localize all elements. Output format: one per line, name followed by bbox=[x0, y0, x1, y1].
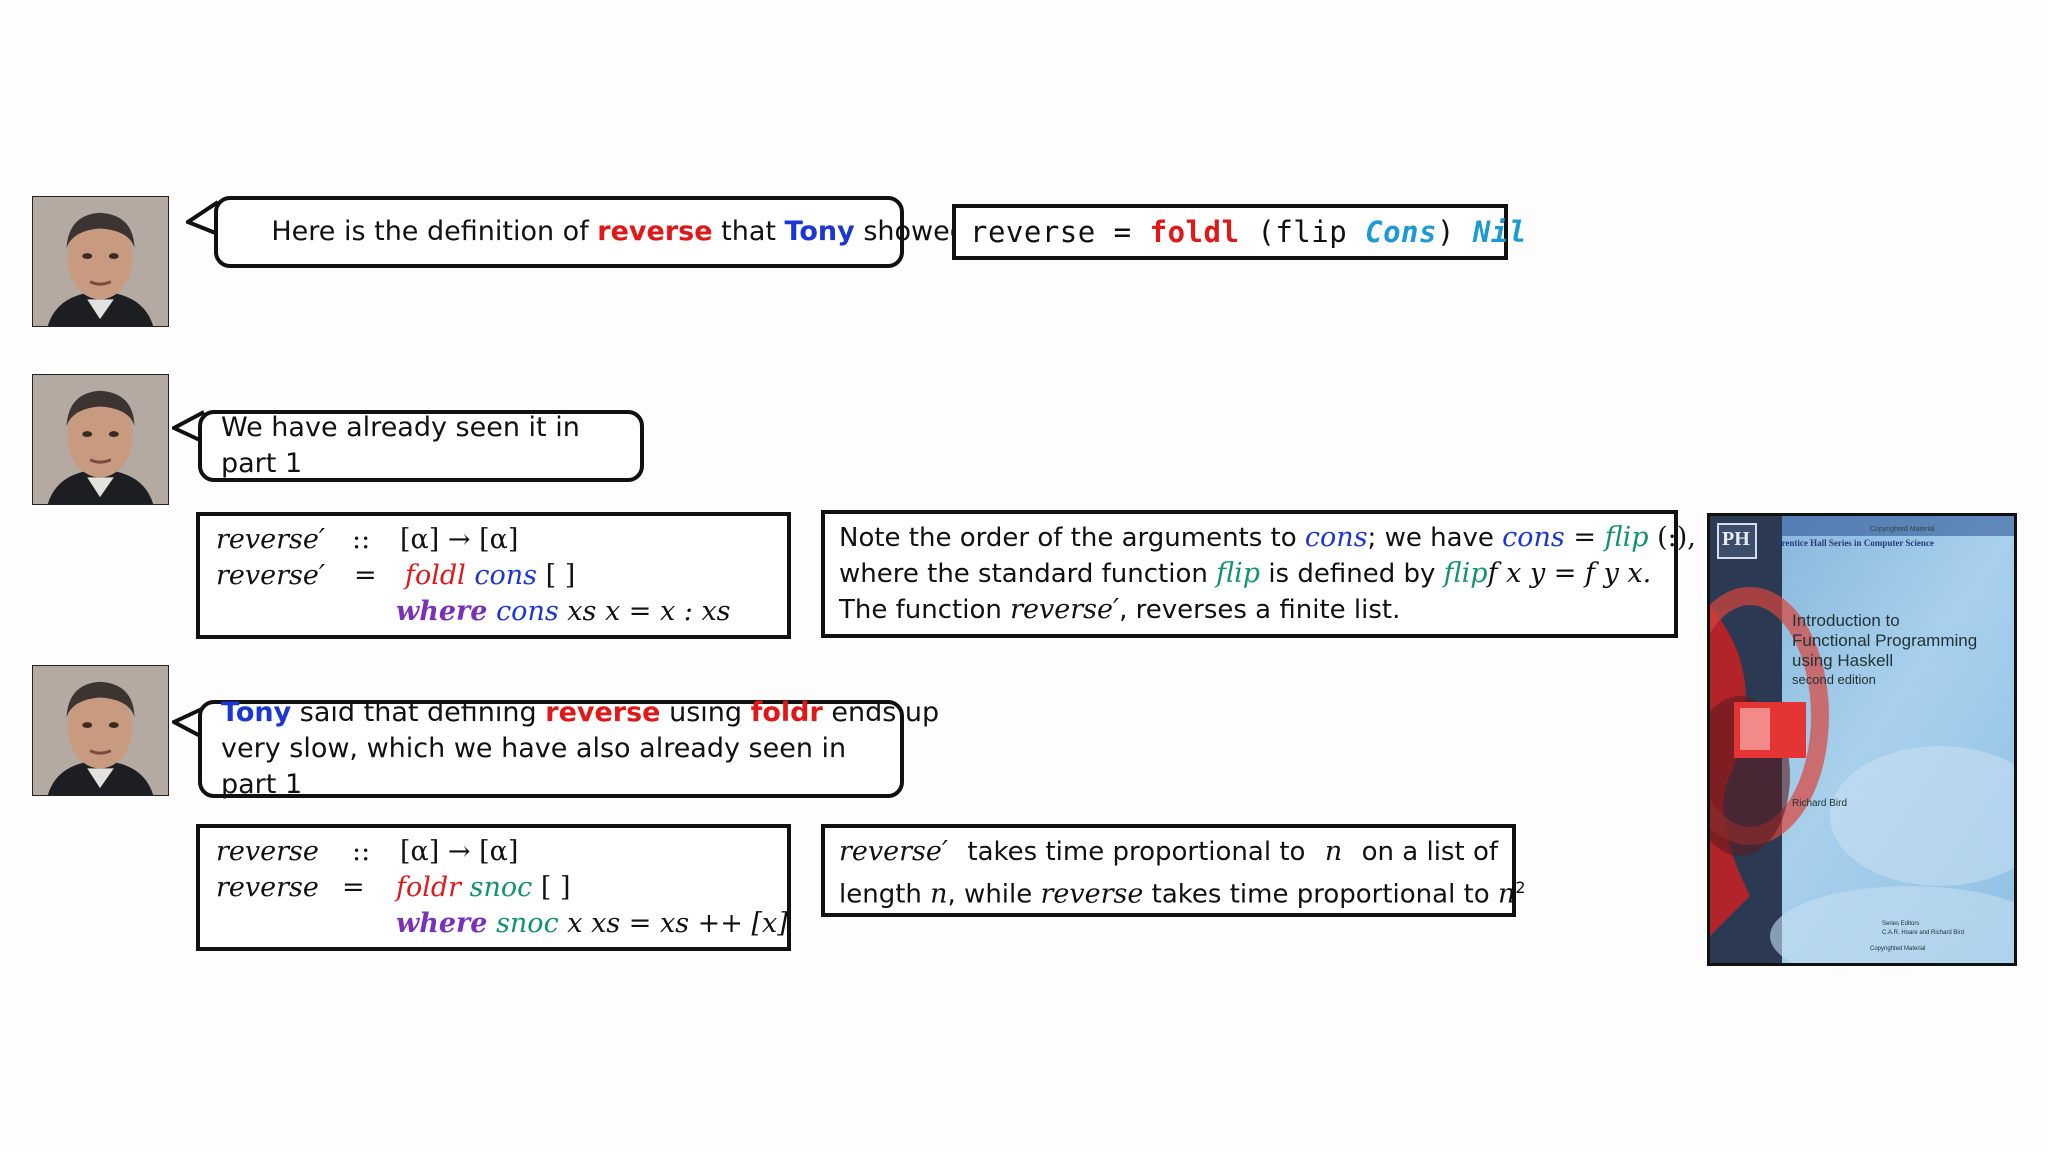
empty-list: [ ] bbox=[545, 560, 576, 591]
book-title-1: Introduction to bbox=[1792, 611, 1900, 630]
def-name: reverse bbox=[216, 872, 319, 903]
reverse-foldl-code: reverse = foldl (flip Cons) Nil bbox=[970, 215, 1527, 249]
book-title-2: Functional Programming bbox=[1792, 631, 1978, 650]
code-box-1: reverse = foldl (flip Cons) Nil bbox=[952, 204, 1526, 260]
book-cover: PH Copyrighted Material Prentice Hall Se… bbox=[1707, 513, 2017, 966]
speech-bubble-1: Here is the definition of reverse that T… bbox=[214, 196, 1007, 268]
where-keyword: where bbox=[396, 596, 488, 627]
helper-function: cons bbox=[496, 596, 559, 627]
equals-op: = bbox=[354, 560, 377, 591]
helper-definition: xs x = x : xs bbox=[567, 596, 731, 627]
def-name: reverse′ bbox=[216, 524, 325, 555]
note-2-line-2: length n, while reverse takes time propo… bbox=[839, 878, 1526, 910]
type-sig-op: :: bbox=[352, 524, 371, 555]
person-photo-icon bbox=[33, 375, 168, 504]
note-1-line-2: where the standard function flip is defi… bbox=[839, 558, 1652, 589]
book-author: Richard Bird bbox=[1792, 798, 1848, 809]
helper-definition: x xs = xs ++ [x] bbox=[567, 908, 788, 939]
bubble-2-tail bbox=[172, 410, 205, 444]
fold-function: foldr bbox=[396, 872, 462, 903]
note-1-line-3: The function reverse′, reverses a finite… bbox=[839, 594, 1401, 625]
book-series: Prentice Hall Series in Computer Science bbox=[1776, 538, 1934, 548]
speech-bubble-3: Tony said that defining reverse using fo… bbox=[198, 697, 939, 800]
reverse-prime-definition: reverse′ :: [α] → [α] reverse′ = foldl c… bbox=[196, 512, 791, 639]
bubble-1-text: Here is the definition of reverse that T… bbox=[271, 216, 1007, 247]
helper-function: snoc bbox=[469, 872, 533, 903]
note-1-line-1: Note the order of the arguments to cons;… bbox=[839, 522, 1696, 553]
avatar-2 bbox=[32, 374, 169, 505]
note-2-line-1: reverse′ takes time proportional to n on… bbox=[839, 836, 1498, 867]
book-cover-art bbox=[1710, 516, 2014, 963]
book-edition: second edition bbox=[1792, 672, 1876, 687]
type-sig: [α] → [α] bbox=[400, 524, 519, 555]
helper-function: snoc bbox=[496, 908, 559, 939]
note-box-1: Note the order of the arguments to cons;… bbox=[821, 510, 1696, 638]
bubble-3-text: Tony said that defining reverse using fo… bbox=[221, 697, 940, 800]
type-sig: [α] → [α] bbox=[400, 836, 519, 867]
helper-function: cons bbox=[474, 560, 538, 591]
book-tiny-bottom: Copyrighted Material bbox=[1870, 946, 1926, 952]
avatar-1 bbox=[32, 196, 169, 327]
note-box-2: reverse′ takes time proportional to n on… bbox=[821, 824, 1526, 917]
person-photo-icon bbox=[33, 197, 168, 326]
publisher-logo: PH bbox=[1722, 528, 1750, 550]
book-tiny-top: Copyrighted Material bbox=[1870, 526, 1935, 533]
book-editors: C.A.R. Hoare and Richard Bird bbox=[1882, 930, 1965, 936]
empty-list: [ ] bbox=[540, 872, 571, 903]
def-name: reverse bbox=[216, 836, 319, 867]
book-title-3: using Haskell bbox=[1792, 651, 1894, 670]
type-sig-op: :: bbox=[352, 836, 371, 867]
book-editors-label: Series Editors bbox=[1882, 921, 1920, 927]
bubble-1-tail bbox=[186, 200, 220, 236]
fold-function: foldl bbox=[405, 560, 466, 591]
bubble-2-text: We have already seen it in part 1 bbox=[221, 412, 580, 479]
avatar-3 bbox=[32, 665, 169, 796]
def-name: reverse′ bbox=[216, 560, 325, 591]
bubble-3-tail bbox=[172, 706, 205, 740]
reverse-definition: reverse :: [α] → [α] reverse = foldr sno… bbox=[196, 824, 791, 951]
equals-op: = bbox=[342, 872, 365, 903]
where-keyword: where bbox=[396, 908, 488, 939]
person-photo-icon bbox=[33, 666, 168, 795]
speech-bubble-2: We have already seen it in part 1 bbox=[198, 410, 644, 482]
